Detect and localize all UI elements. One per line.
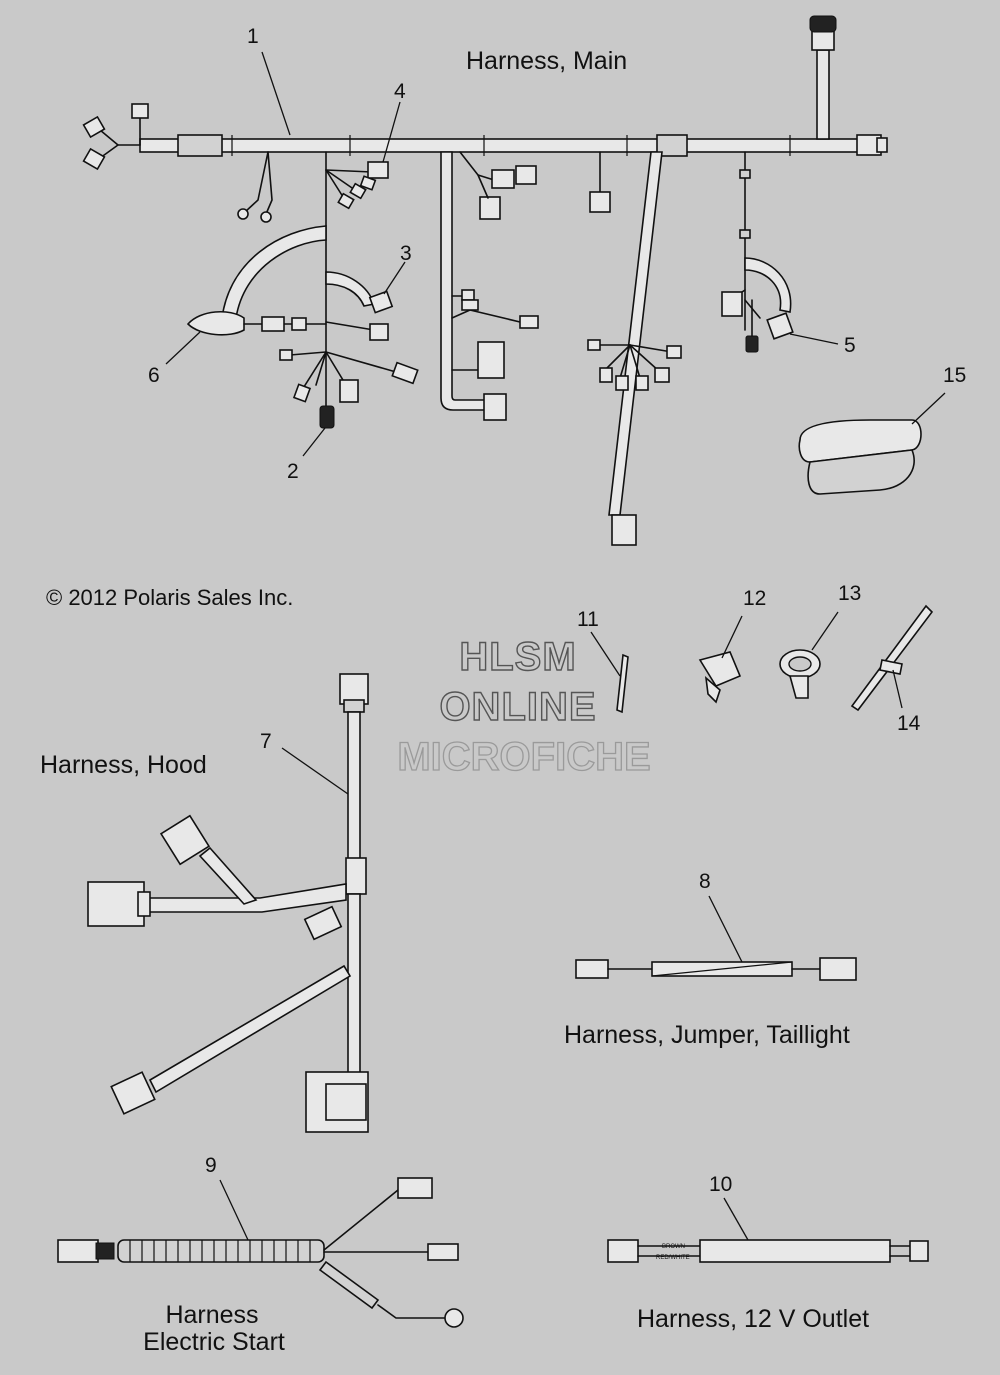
callout-7: 7 [260,730,272,753]
callout-12: 12 [743,587,766,610]
connector [607,1239,639,1263]
coiled-wire [318,1260,380,1310]
callout-numbers: 1 2 3 4 5 6 7 8 9 10 11 12 13 14 15 [148,25,966,1196]
connector [339,379,359,403]
connector [483,393,507,421]
callout-10: 10 [709,1173,732,1196]
callout-15: 15 [943,364,966,387]
ring-terminal [427,1243,459,1261]
watermark-line2: ONLINE [439,685,596,729]
connector [819,957,857,981]
title-harness-hood: Harness, Hood [40,751,207,779]
callout-5: 5 [844,334,856,357]
hood-harness [87,673,369,1133]
callout-14: 14 [897,712,921,735]
connector [811,29,835,51]
harness-branch [816,49,830,140]
callout-13: 13 [838,582,861,605]
title-harness-jumper: Harness, Jumper, Taillight [564,1021,850,1049]
ring-terminal [444,1308,464,1328]
connector [909,1240,929,1262]
connector [110,1071,156,1115]
callout-2: 2 [287,460,299,483]
connector [261,316,285,332]
wire-label-red-white: RED/WHITE [656,1255,690,1261]
harness-boot [186,310,245,336]
callout-9: 9 [205,1154,217,1177]
connector [291,317,307,331]
connector [391,361,419,385]
electric-start-harness [57,1177,464,1328]
connector [589,191,611,213]
callout-11: 11 [577,608,599,631]
title-harness-electric-1: Harness [165,1301,258,1329]
jumper-taillight-harness [575,957,857,981]
connector [575,959,609,979]
callout-leaders [165,51,946,1241]
copyright-notice: © 2012 Polaris Sales Inc. [46,585,293,610]
harness-trunk [347,711,361,863]
connector [766,312,794,340]
connector [82,115,106,139]
callout-3: 3 [400,242,412,265]
cable-tie-14 [850,604,934,712]
connector [303,905,343,941]
main-harness [82,15,922,546]
main-harness-sleeve [656,134,688,157]
harness-titles: Harness, Main Harness, Hood Harness, Jum… [40,47,869,1356]
connector [515,165,537,185]
title-harness-electric-2: Electric Start [143,1328,285,1356]
wire-label-brown: BROWN [662,1244,685,1250]
cable-tie-11 [616,653,629,714]
loom-ribs [129,1240,311,1262]
connector [87,881,145,927]
callout-1: 1 [247,25,259,48]
connector [368,290,394,314]
connector [131,103,149,119]
connector [369,323,389,341]
connector [479,196,501,220]
title-harness-outlet: Harness, 12 V Outlet [637,1305,869,1333]
callout-8: 8 [699,870,711,893]
connector [367,161,389,179]
main-harness-trunk [139,138,859,153]
connector [491,169,515,189]
connector-cap [809,15,837,33]
watermark-line1: HLSM [459,635,576,679]
clip-12 [698,651,742,704]
connector [57,1239,99,1263]
callout-4: 4 [394,80,406,103]
main-harness-sleeve [177,134,223,157]
connector [159,814,211,866]
watermark: HLSM ONLINE MICROFICHE [397,634,652,779]
title-harness-main: Harness, Main [466,47,627,75]
connector [721,291,743,317]
corrugated-loom [117,1239,325,1263]
callout-6: 6 [148,364,160,387]
harness-curved-sleeve [221,225,327,319]
connector [82,147,106,171]
rubber-boot-15 [798,419,922,463]
connector [319,405,335,429]
small-parts [616,604,934,714]
connector [876,137,888,153]
watermark-line3: MICROFICHE [397,735,650,779]
harness-sleeve [699,1239,891,1263]
harness-branch [608,151,663,516]
outlet-harness: BROWN RED/WHITE [607,1239,929,1263]
connector [477,341,505,379]
connector [397,1177,433,1199]
clamp-13 [779,649,821,699]
connector [611,514,637,546]
